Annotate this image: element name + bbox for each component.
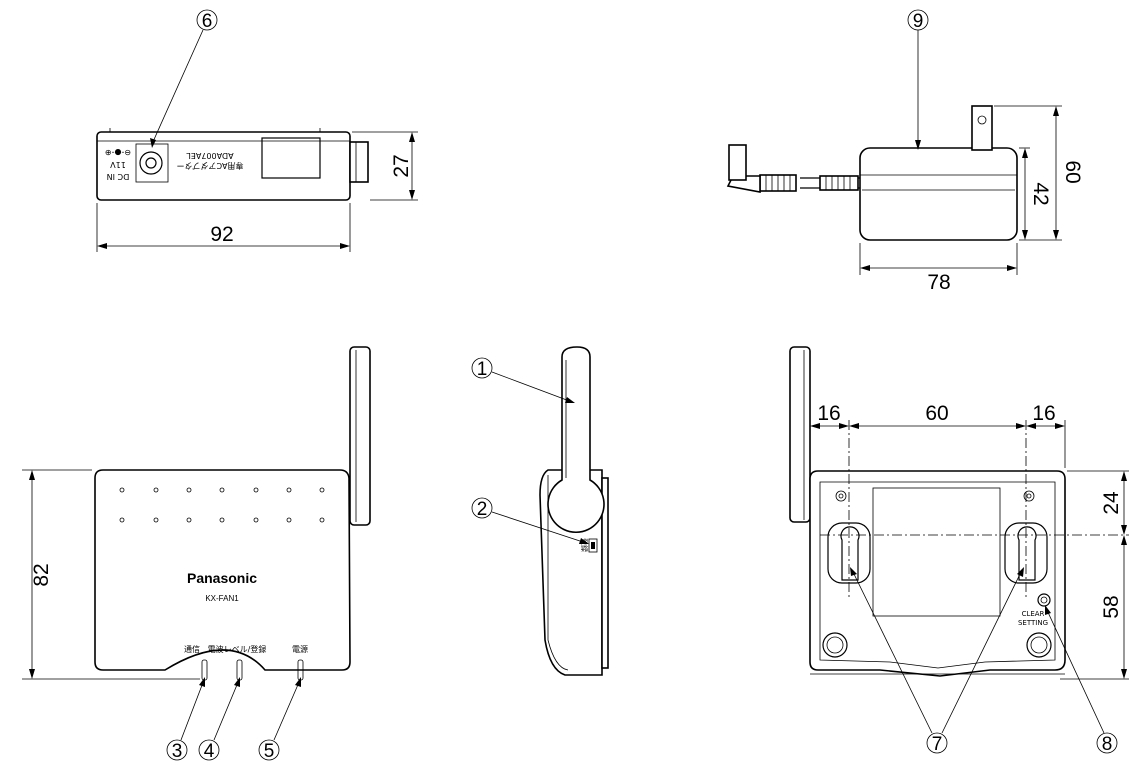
front-antenna bbox=[349, 346, 371, 526]
led-level-label: 電波レベル/登録 bbox=[208, 644, 267, 654]
callout-7: 7 bbox=[932, 734, 943, 755]
dim-adapter-body-height: 42 bbox=[1029, 182, 1052, 205]
dc-polarity-icon: ⊖-●-⊕ bbox=[105, 148, 131, 157]
side-antenna bbox=[547, 346, 605, 534]
setting-label: SETTING bbox=[1018, 619, 1048, 627]
callout-2: 2 bbox=[477, 499, 488, 520]
top-view-label-window bbox=[261, 137, 321, 179]
back-foot-right bbox=[1026, 632, 1052, 658]
dim-back-hole-depth: 58 bbox=[1100, 595, 1123, 618]
register-label: 登録 bbox=[580, 538, 589, 552]
dc-in-label: DC IN bbox=[107, 172, 130, 181]
led-level bbox=[236, 659, 243, 681]
back-label-area bbox=[872, 487, 1001, 617]
back-antenna bbox=[789, 346, 811, 523]
callout-3: 3 bbox=[172, 741, 183, 762]
top-view: DC IN 11V ⊖-●-⊕ 専用ACアダプター ADA007AEL 92 2… bbox=[96, 9, 418, 252]
dim-adapter-width: 78 bbox=[927, 271, 950, 294]
led-comm-label: 通信 bbox=[184, 644, 200, 654]
model-label: KX-FAN1 bbox=[205, 594, 239, 603]
dim-adapter-total-height: 60 bbox=[1061, 160, 1084, 183]
back-view: CLEAR SETTING 16 60 16 24 58 7 bbox=[789, 346, 1129, 755]
ac-adapter-body bbox=[859, 147, 1018, 241]
callout-8: 8 bbox=[1102, 734, 1113, 755]
voltage-label: 11V bbox=[110, 160, 126, 169]
top-view-antenna-stub bbox=[349, 141, 369, 183]
dim-top-height: 27 bbox=[390, 154, 413, 177]
clear-label: CLEAR bbox=[1022, 610, 1045, 618]
ac-adapter-view: 78 42 60 9 bbox=[726, 9, 1084, 294]
callout-5: 5 bbox=[264, 741, 275, 762]
back-body bbox=[809, 470, 1066, 677]
callout-1: 1 bbox=[477, 359, 488, 380]
dim-back-hole-spacing: 60 bbox=[925, 402, 948, 425]
adapter-model-label: ADA007AEL bbox=[186, 151, 234, 160]
callout-9: 9 bbox=[913, 11, 924, 32]
dim-back-hole-left: 16 bbox=[817, 402, 840, 425]
callout-6: 6 bbox=[202, 11, 213, 32]
clear-setting-button bbox=[1037, 593, 1051, 607]
dim-back-top-offset: 24 bbox=[1100, 491, 1123, 515]
dim-top-width: 92 bbox=[210, 223, 233, 246]
dim-front-height: 82 bbox=[30, 563, 53, 586]
ac-adapter-prong bbox=[971, 105, 993, 151]
front-body bbox=[94, 469, 351, 671]
back-foot-left bbox=[822, 632, 848, 658]
register-button bbox=[588, 538, 598, 553]
front-vent-holes bbox=[119, 487, 325, 523]
led-power-label: 電源 bbox=[292, 645, 308, 654]
dim-back-hole-right: 16 bbox=[1032, 402, 1055, 425]
callout-4: 4 bbox=[204, 741, 215, 762]
brand-logo: Panasonic bbox=[187, 570, 257, 586]
side-view: 登録 1 2 bbox=[471, 346, 609, 676]
front-view: Panasonic KX-FAN1 通信 電波レベル/登録 電源 82 3 4 … bbox=[22, 346, 371, 762]
adapter-name-label: 専用ACアダプター bbox=[177, 161, 244, 171]
led-comm bbox=[201, 659, 208, 681]
